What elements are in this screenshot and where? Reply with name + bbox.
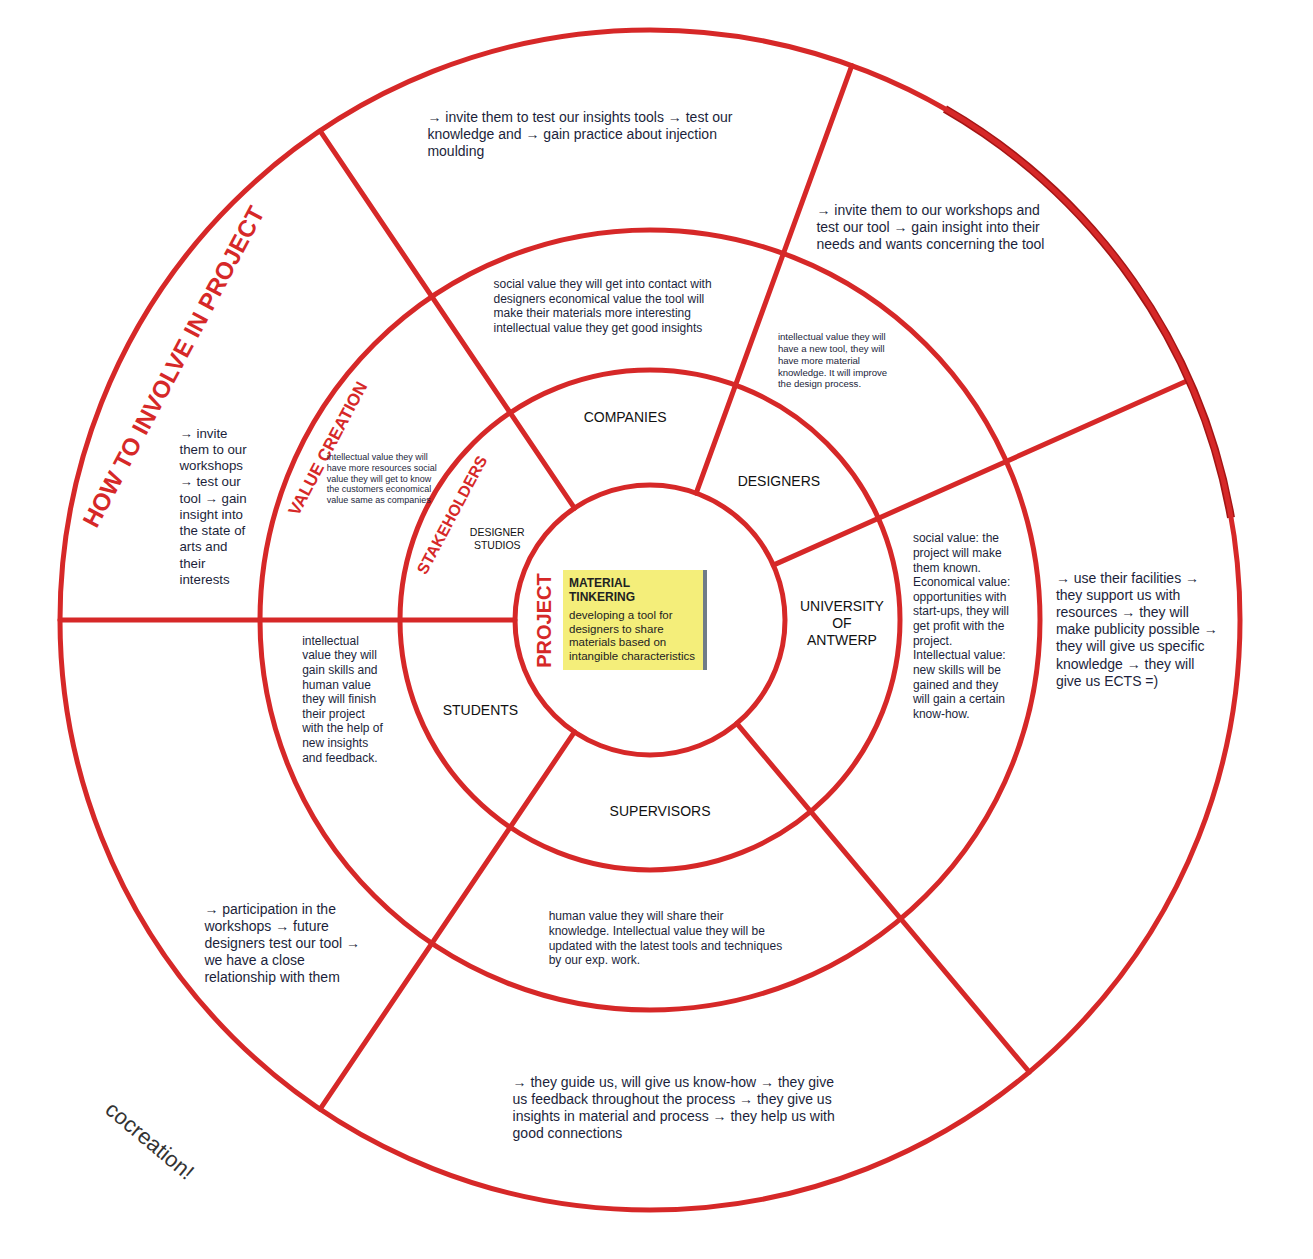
involve-text-cell: → they guide us, will give us know-how →… [511, 1072, 841, 1144]
note-title: MATERIAL TINKERING [569, 576, 697, 605]
involve-text: → invite them to our workshops and test … [816, 202, 1046, 253]
value-text-cell: intellectual value they will have more r… [325, 450, 445, 509]
stakeholder-label-cell: DESIGNERS [722, 471, 836, 492]
involve-text: → invite them to test our insights tools… [427, 109, 753, 160]
ring-title: PROJECT [532, 573, 555, 667]
involve-text-cell: → participation in the workshops → futur… [202, 899, 364, 988]
ring-circle: STAKEHOLDERSPROJECTMATERIAL TINKERINGdev… [400, 370, 900, 870]
involve-text-cell: → use their facilities → they support us… [1054, 568, 1224, 692]
stakeholder-label-cell: COMPANIES [540, 407, 710, 428]
sector-line [60, 618, 515, 623]
value-text: intellectual value they will have a new … [778, 331, 894, 390]
value-text-cell: social value: the project will make them… [911, 529, 1015, 723]
stakeholder-label-cell: STUDENTS [431, 700, 529, 721]
note-label-holder: cocreation! [100, 1096, 199, 1185]
value-text-cell: intellectual value they will have a new … [776, 329, 896, 392]
value-text-cell: social value they will get into contact … [491, 275, 731, 338]
dark-arc [945, 109, 1231, 518]
stakeholder-label: STUDENTS [433, 702, 527, 719]
ring-outline-circle [260, 230, 1040, 1010]
stakeholder-label: DESIGNERS [724, 473, 834, 490]
sector-line [737, 723, 1030, 1072]
involve-text: → use their facilities → they support us… [1056, 570, 1222, 690]
value-text: intellectual value they will have more r… [327, 452, 443, 507]
sector-line [320, 732, 574, 1109]
stakeholder-label: SUPERVISORS [577, 803, 743, 820]
involve-text: → they guide us, will give us know-how →… [513, 1074, 839, 1142]
sector-line [696, 66, 852, 494]
value-text: intellectual value they will gain skills… [302, 634, 386, 766]
involve-text-cell: → invite them to our workshops and test … [814, 200, 1048, 255]
stakeholder-label-cell: DESIGNER STUDIOS [455, 524, 540, 554]
value-text: social value: the project will make them… [913, 531, 1013, 721]
value-text-cell: human value they will share their knowle… [547, 907, 787, 970]
ring-outline-circle [60, 30, 1240, 1210]
ring-circle: PROJECT MATERIAL TINKERING developing a to… [515, 485, 785, 755]
involve-text: → participation in the workshops → futur… [204, 901, 362, 986]
involve-text-cell: → invite them to our workshops → test ou… [177, 424, 251, 590]
ring-outline-circle [515, 485, 785, 755]
ring-heading: PROJECT [532, 573, 555, 667]
involve-text-cell: → invite them to test our insights tools… [425, 107, 755, 162]
stakeholder-label: UNIVERSITY OF ANTWERP [799, 598, 885, 649]
stakeholder-label: COMPANIES [542, 409, 708, 426]
value-text-cell: intellectual value they will gain skills… [300, 632, 388, 768]
ring-circle: HOW TO INVOLVE IN PROJECTVALUE CREATIONS… [60, 30, 1240, 1210]
value-text: human value they will share their knowle… [549, 909, 785, 968]
ring-outline-circle [400, 370, 900, 870]
note-body: developing a tool for designers to share… [569, 609, 697, 664]
ring-heading: HOW TO INVOLVE IN PROJECT [77, 201, 270, 531]
involve-text: → invite them to our workshops → test ou… [179, 426, 249, 588]
sticky-note: MATERIAL TINKERING developing a tool for … [563, 570, 703, 670]
ring-circle: VALUE CREATIONSTAKEHOLDERSPROJECTMATERIA… [260, 230, 1040, 1010]
stakeholder-label: DESIGNER STUDIOS [457, 526, 538, 552]
value-text: social value they will get into contact … [493, 277, 729, 336]
stakeholder-label-cell: UNIVERSITY OF ANTWERP [797, 596, 887, 651]
handwritten-note: cocreation! [100, 1096, 199, 1185]
stakeholder-label-cell: SUPERVISORS [575, 801, 745, 822]
ring-title: HOW TO INVOLVE IN PROJECT [77, 201, 270, 531]
